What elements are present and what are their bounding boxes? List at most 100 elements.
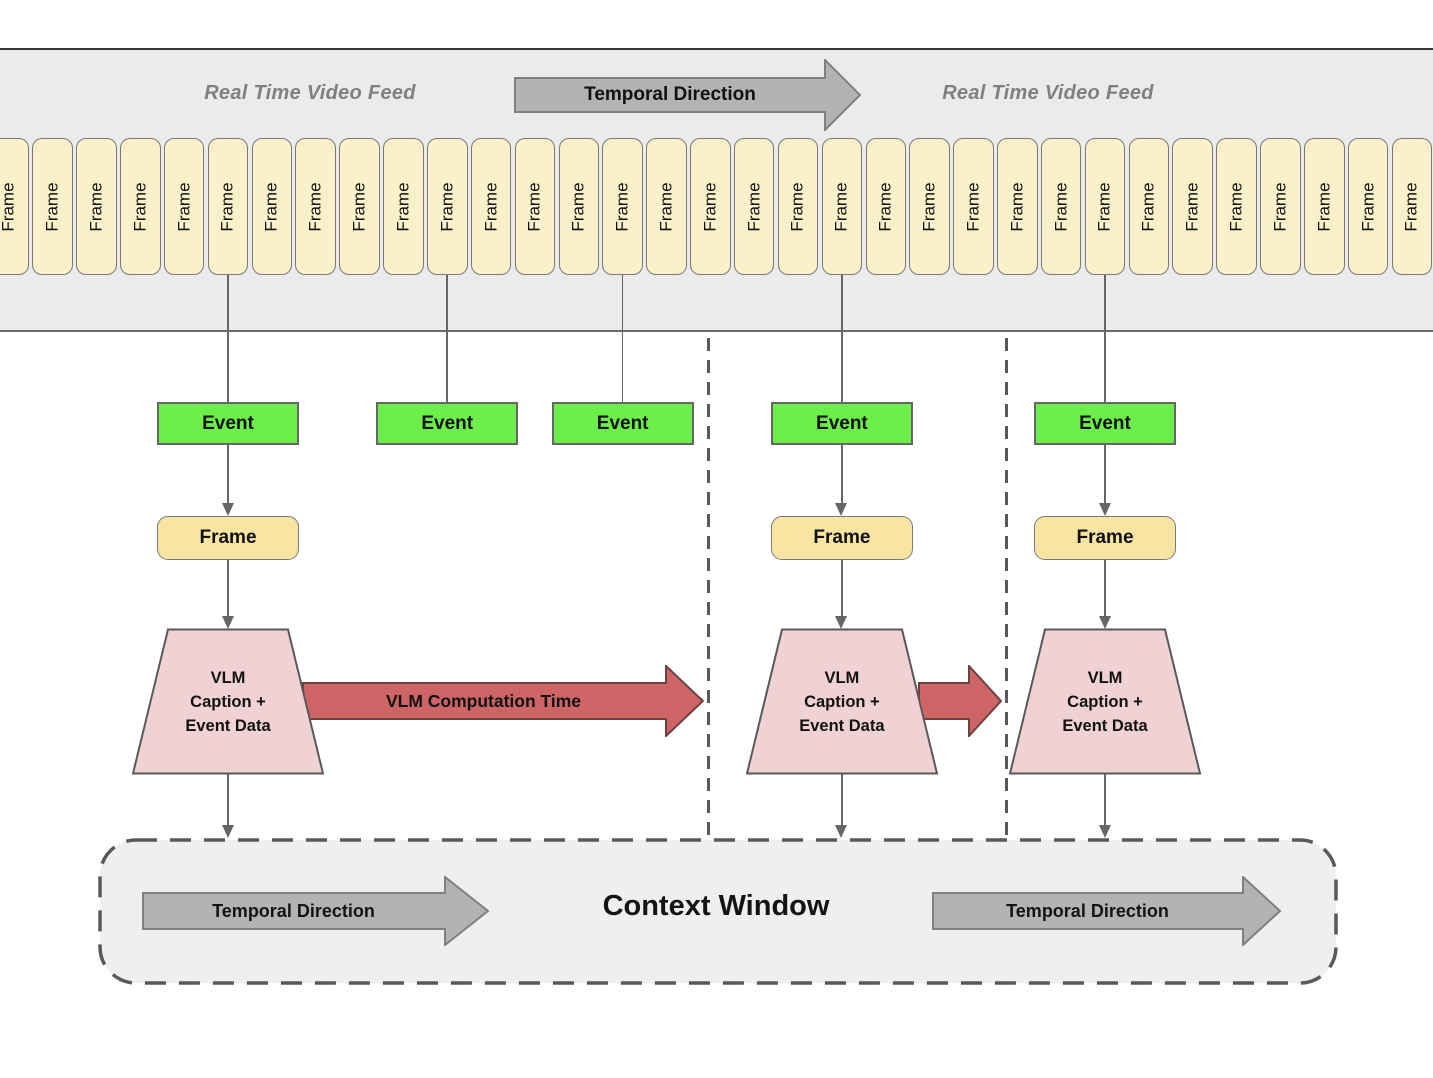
frame-box-label: Frame — [1007, 181, 1027, 232]
arrowhead-icon — [1098, 825, 1111, 838]
context-window — [98, 838, 1338, 985]
frame-box-label: Frame — [261, 181, 281, 232]
vlm-label-line: VLM — [1087, 668, 1123, 687]
frame-box-label: Frame — [1182, 181, 1202, 232]
frame-box-label: Frame — [481, 181, 501, 232]
frame-box-label: Frame — [305, 181, 325, 232]
frame-box-small: Frame — [1034, 516, 1176, 560]
event-box: Event — [551, 402, 694, 445]
temporal-direction-label-top: Temporal Direction — [584, 84, 756, 105]
event-box: Event — [770, 402, 913, 445]
frame-box: Frame — [1260, 138, 1301, 275]
frame-box-small: Frame — [770, 516, 913, 560]
vlm-label-line: Caption + — [804, 692, 880, 711]
frame-box: Frame — [646, 138, 687, 275]
dashed-divider-right — [1004, 338, 1009, 839]
temporal-direction-arrow-bottom-right-icon — [932, 876, 1281, 946]
vlm-to-context-connector — [841, 774, 843, 825]
vlm-computation-label: VLM Computation Time — [385, 691, 582, 711]
real-time-feed-label-right: Real Time Video Feed — [942, 82, 1154, 104]
temporal-direction-label-bottom-right: Temporal Direction — [1006, 900, 1169, 921]
frame-box: Frame — [251, 138, 293, 275]
frame-box-label: Frame — [1314, 181, 1334, 232]
frame-box: Frame — [470, 138, 512, 275]
dashed-divider-left — [706, 338, 711, 839]
arrowhead-icon — [835, 503, 848, 516]
frame-box-label: Frame — [831, 181, 851, 232]
vlm-label-line: Event Data — [1062, 716, 1148, 735]
frame-box-label: Frame — [875, 181, 895, 232]
arrowhead-icon — [1098, 616, 1111, 629]
frame-box-label: Frame — [349, 181, 369, 232]
arrowhead-icon — [221, 825, 234, 838]
arrowhead-icon — [835, 825, 848, 838]
frame-to-vlm-connector — [841, 560, 843, 616]
event-to-frame-connector — [841, 445, 843, 503]
vlm-computation-arrow-icon — [302, 665, 704, 737]
event-to-frame-connector — [227, 445, 229, 503]
temporal-direction-arrow-bottom-left-icon — [142, 876, 489, 946]
vlm-label-line: Caption + — [190, 692, 266, 711]
frame-box: Frame — [1347, 138, 1389, 275]
frame-box: Frame — [690, 138, 731, 275]
vlm-trapezoid — [131, 628, 325, 775]
frame-box: Frame — [1304, 138, 1345, 275]
vlm-label-line: Caption + — [1067, 692, 1143, 711]
vlm-computation-arrow-short-icon — [918, 665, 1002, 737]
frame-box: Frame — [953, 138, 994, 275]
frame-box: Frame — [733, 138, 775, 275]
vlm-to-context-connector — [227, 774, 229, 825]
frame-box: Frame — [427, 138, 468, 275]
frame-box-label: Frame — [130, 181, 150, 232]
frame-box-small: Frame — [157, 516, 299, 560]
frame-box: Frame — [1172, 138, 1213, 275]
vlm-to-context-connector — [1104, 774, 1106, 825]
event-box: Event — [376, 402, 519, 445]
frame-box-label: Frame — [744, 181, 764, 232]
frame-to-vlm-connector — [1104, 560, 1106, 616]
vlm-label-line: Event Data — [185, 716, 271, 735]
frame-box: Frame — [295, 138, 336, 275]
frame-box-label: Frame — [612, 181, 632, 232]
arrowhead-icon — [835, 616, 848, 629]
frame-box: Frame — [865, 138, 906, 275]
frame-to-event-connector — [841, 275, 843, 402]
frame-box-label: Frame — [1095, 181, 1114, 232]
frame-box-label: Frame — [42, 181, 62, 232]
vlm-trapezoid — [745, 628, 939, 775]
frame-box: Frame — [383, 138, 424, 275]
context-window-title: Context Window — [602, 890, 830, 922]
frame-box: Frame — [602, 138, 643, 275]
arrowhead-icon — [221, 616, 234, 629]
temporal-direction-label-bottom-left: Temporal Direction — [212, 900, 375, 921]
frame-box-label: Frame — [0, 181, 18, 232]
frame-box-label: Frame — [86, 181, 106, 232]
frame-box: Frame — [1084, 138, 1126, 275]
frame-box-label: Frame — [700, 181, 720, 232]
frame-box: Frame — [558, 138, 600, 275]
event-box: Event — [1034, 402, 1176, 445]
frame-box: Frame — [32, 138, 73, 275]
real-time-feed-label-left: Real Time Video Feed — [204, 82, 416, 104]
vlm-label: VLM Caption + Event Data — [1008, 628, 1202, 775]
frame-box: Frame — [207, 138, 249, 275]
frame-box: Frame — [1040, 138, 1082, 275]
vlm-label-line: VLM — [824, 668, 860, 687]
vlm-label-line: Event Data — [799, 716, 885, 735]
arrowhead-icon — [221, 503, 234, 516]
frame-to-vlm-connector — [227, 560, 229, 616]
event-box: Event — [157, 402, 299, 445]
frame-box: Frame — [1128, 138, 1170, 275]
frame-to-event-connector — [1104, 275, 1106, 402]
frame-to-event-connector — [621, 275, 624, 402]
frame-box: Frame — [120, 138, 161, 275]
frame-box-label: Frame — [788, 181, 808, 232]
frame-to-event-connector — [446, 275, 449, 402]
frame-box: Frame — [821, 138, 863, 275]
frame-box: Frame — [1391, 138, 1433, 275]
event-to-frame-connector — [1104, 445, 1106, 503]
arrowhead-icon — [1098, 503, 1111, 516]
frame-box: Frame — [0, 138, 29, 275]
